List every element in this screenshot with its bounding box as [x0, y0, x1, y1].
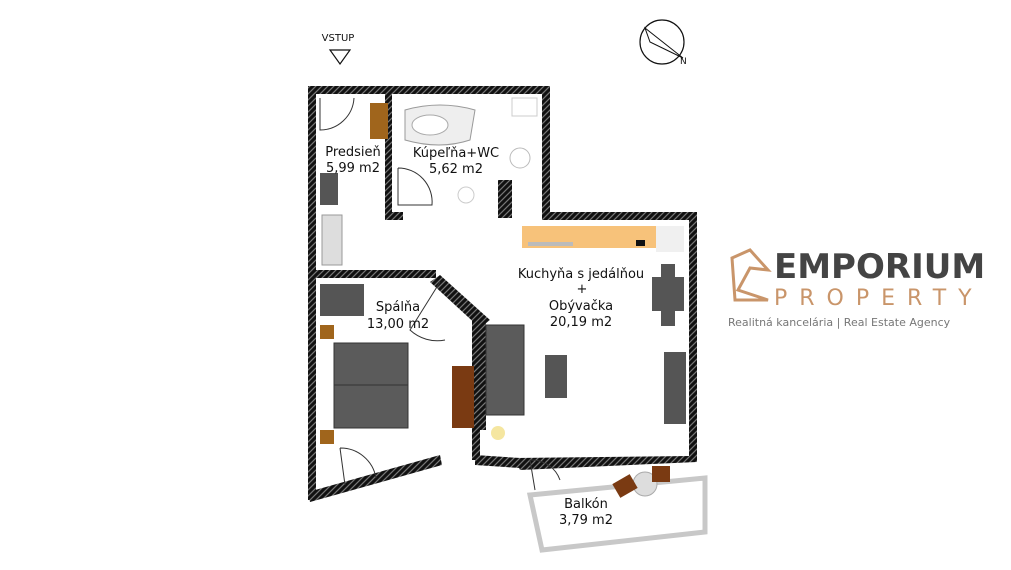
svg-text:Obývačka: Obývačka: [549, 299, 613, 314]
watermark-brand: EMPORIUM: [774, 247, 985, 287]
svg-text:Spálňa: Spálňa: [376, 300, 420, 315]
watermark-brand2: PROPERTY: [774, 286, 984, 311]
walls: [308, 86, 697, 502]
svg-text:3,79 m2: 3,79 m2: [559, 513, 613, 528]
entrance-label: VSTUP: [322, 33, 355, 44]
north-arrow-icon: N: [639, 19, 687, 67]
svg-text:20,19 m2: 20,19 m2: [550, 315, 612, 330]
watermark-tagline: Realitná kancelária | Real Estate Agency: [728, 316, 951, 329]
svg-text:13,00 m2: 13,00 m2: [367, 317, 429, 332]
room-kuchyna-obyvacka: Kuchyňa s jedálňou + Obývačka 20,19 m2: [518, 267, 644, 330]
room-balkon: Balkón 3,79 m2: [559, 497, 613, 528]
svg-text:+: +: [577, 282, 588, 297]
furniture: [320, 97, 686, 498]
room-spalna: Spálňa 13,00 m2: [367, 300, 429, 332]
room-kupelna: Kúpeľňa+WC 5,62 m2: [413, 146, 499, 177]
svg-text:Balkón: Balkón: [564, 497, 608, 512]
svg-text:Kuchyňa s jedálňou: Kuchyňa s jedálňou: [518, 267, 644, 282]
entrance-arrow-icon: [328, 49, 352, 66]
svg-text:5,62 m2: 5,62 m2: [429, 162, 483, 177]
svg-text:N: N: [680, 57, 687, 67]
svg-text:Kúpeľňa+WC: Kúpeľňa+WC: [413, 146, 499, 161]
svg-text:Predsieň: Predsieň: [325, 145, 381, 160]
doors: [319, 97, 561, 491]
room-predsien: Predsieň 5,99 m2: [325, 145, 381, 176]
watermark-logo: EMPORIUM PROPERTY Realitná kancelária | …: [728, 247, 985, 329]
svg-text:5,99 m2: 5,99 m2: [326, 161, 380, 176]
